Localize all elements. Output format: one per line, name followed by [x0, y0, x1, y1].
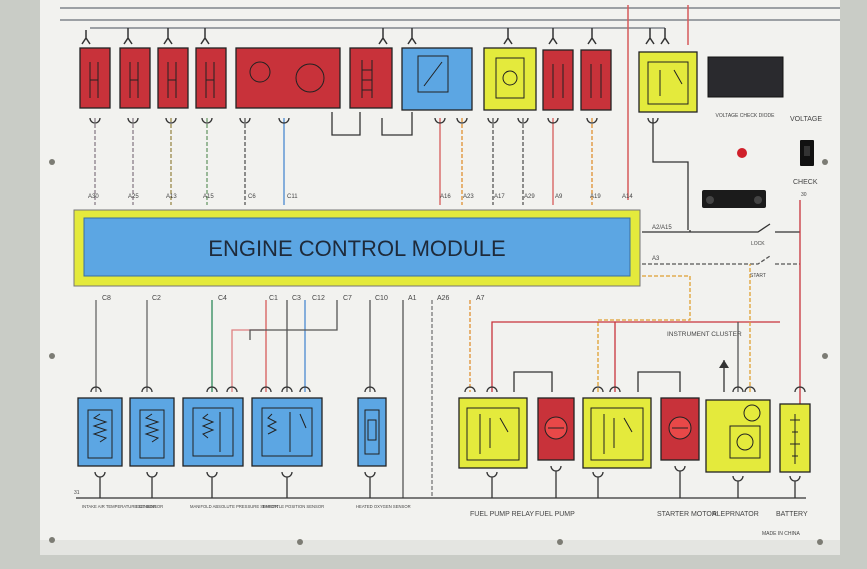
bottom-pin-labels: C8 C2 C4 C1 C3 C12 C7 C10 A1 A26 A7: [102, 295, 485, 302]
heated-oxygen-sensor: [357, 397, 387, 467]
actuator-labels: FUEL PUMP RELAY FUEL PUMP STARTER MOTOR …: [470, 511, 808, 518]
actuator-label: ALEPRNATOR: [712, 511, 759, 518]
ecm-display: [83, 217, 631, 277]
sensor-label: INTAKE AIR TEMPERATURE SENSOR: [82, 504, 156, 509]
voltage-label: VOLTAGE: [790, 116, 822, 123]
fuel-pump-relay: [458, 397, 528, 469]
pin-label-top: A30: [88, 194, 99, 200]
bottom-wires: [95, 264, 780, 498]
pin-label-bottom: C8: [102, 295, 111, 302]
pin-label-top: A29: [524, 194, 535, 200]
alternator: [705, 399, 771, 473]
voltage-check-led: [737, 148, 747, 158]
pin-label-bottom: C10: [375, 295, 388, 302]
battery-tag: 30: [801, 192, 807, 198]
top-bus: [60, 7, 840, 29]
instrument-cluster-label: INSTRUMENT CLUSTER: [667, 331, 742, 338]
actuator-label: BATTERY: [776, 511, 808, 518]
sensor-label: HEATED OXYGEN SENSOR: [356, 504, 411, 509]
top-forks: [81, 28, 670, 45]
lock-label: LOCK: [751, 241, 765, 247]
pin-label-bottom: C7: [343, 295, 352, 302]
pin-label-top: A16: [440, 194, 451, 200]
pin-label-bottom: C3: [292, 295, 301, 302]
made-in-label: MADE IN CHINA: [762, 531, 800, 537]
pin-label-top: A13: [166, 194, 177, 200]
sensor-labels: INTAKE AIR TEMPERATURE SENSOR ECT SENSOR…: [82, 504, 411, 509]
pin-label-bottom: C1: [269, 295, 278, 302]
voltage-check-label: VOLTAGE CHECK DIODE: [716, 113, 776, 119]
pin-label-bottom: C4: [218, 295, 227, 302]
starter-relay: [582, 397, 652, 469]
pin-label-top: A14: [622, 194, 633, 200]
actuator-label: FUEL PUMP RELAY: [470, 511, 534, 518]
pin-label-top: A9: [555, 194, 563, 200]
ground-tag: 31: [74, 490, 80, 496]
throttle-position-sensor: [251, 397, 323, 467]
pin-label-top: A19: [590, 194, 601, 200]
top-wires: [94, 112, 689, 230]
pin-label-top: C11: [287, 194, 298, 200]
voltage-display: [707, 56, 784, 98]
pin-label-bottom: A7: [476, 295, 485, 302]
actuator-label: FUEL PUMP: [535, 511, 575, 518]
pin-label-bottom: C2: [152, 295, 161, 302]
sensor-label: MANIFOLD ABSOLUTE PRESSURE SENSOR: [190, 504, 278, 509]
pin-label-bottom: C12: [312, 295, 325, 302]
pin-label-top: A23: [463, 194, 474, 200]
actuator-label: STARTER MOTOR: [657, 511, 717, 518]
pin-label-top: A17: [494, 194, 505, 200]
diagnostic-connector[interactable]: [702, 190, 766, 208]
sensor-label: ECT SENSOR: [136, 504, 163, 509]
ecm-title: ENGINE CONTROL MODULE: [208, 236, 505, 261]
pin-label-bottom: A1: [408, 295, 417, 302]
pin-label-top: A15: [203, 194, 214, 200]
pin-label-bottom: A26: [437, 295, 450, 302]
screws: [49, 159, 828, 545]
check-label: CHECK: [793, 179, 818, 186]
pin-label-top: A25: [128, 194, 139, 200]
sensor-label: THROTTLE POSITION SENSOR: [262, 504, 324, 509]
top-pin-labels: A30 A25 A13 A15 C6 C11 A16 A23 A17 A29 A…: [88, 194, 633, 200]
pin-label-top: C6: [248, 194, 256, 200]
start-label: START: [750, 273, 766, 279]
pin-label-right: A3: [652, 256, 660, 262]
pin-label-right: A2/A15: [652, 225, 672, 231]
